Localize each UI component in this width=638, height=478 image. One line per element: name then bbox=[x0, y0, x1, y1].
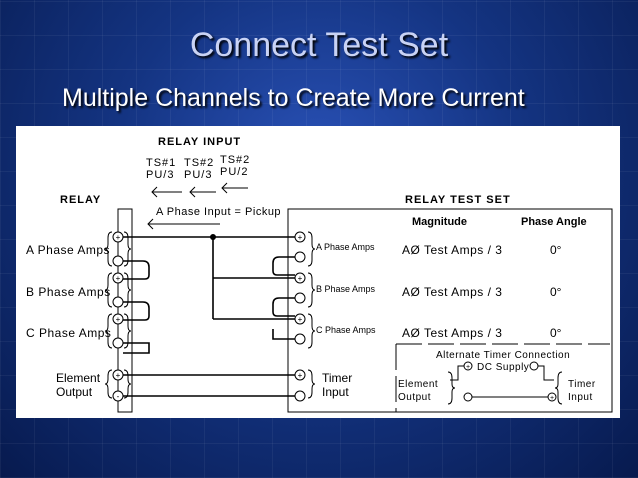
svg-text:+: + bbox=[298, 233, 303, 242]
relay-row-b: B Phase Amps bbox=[26, 285, 111, 299]
test-set-row-a-magnitude: AØ Test Amps / 3 bbox=[402, 243, 502, 257]
wiring-diagram: RELAY INPUT TS#1 PU/3 TS#2 PU/3 TS#2 PU/… bbox=[26, 136, 613, 413]
ts-arrows bbox=[151, 182, 248, 198]
alt-timer-title: Alternate Timer Connection bbox=[436, 350, 570, 361]
test-set-row-b-magnitude: AØ Test Amps / 3 bbox=[402, 285, 502, 299]
ts2a-label: TS#2 bbox=[184, 157, 214, 169]
test-set-braces bbox=[307, 231, 316, 399]
alt-timer-wiring bbox=[447, 365, 563, 405]
ts1-pu-label: PU/3 bbox=[146, 169, 174, 181]
test-set-row-a-name: A Phase Amps bbox=[316, 242, 375, 252]
test-set-terminal-signs: + + + + bbox=[298, 233, 303, 380]
relay-b-plus-terminal bbox=[112, 272, 124, 284]
relay-b-minus-terminal bbox=[112, 296, 124, 308]
wiring-lines bbox=[123, 236, 295, 397]
alt-timer-line1: Timer bbox=[568, 379, 596, 390]
relay-input-label: RELAY INPUT bbox=[158, 136, 241, 148]
slide-title: Connect Test Set bbox=[189, 26, 449, 64]
element-output-line1: Element bbox=[56, 371, 101, 385]
element-output-line2: Output bbox=[56, 385, 93, 399]
pickup-arrow bbox=[147, 218, 220, 230]
relay-row-a: A Phase Amps bbox=[26, 243, 110, 257]
test-set-row-a-angle: 0° bbox=[550, 243, 562, 257]
relay-braces bbox=[104, 231, 132, 399]
phase-angle-header: Phase Angle bbox=[521, 216, 587, 228]
dc-supply-terminals bbox=[463, 361, 557, 402]
test-set-row-b-name: B Phase Amps bbox=[316, 284, 376, 294]
relay-test-set-label: RELAY TEST SET bbox=[405, 194, 511, 206]
test-set-row-b-angle: 0° bbox=[550, 285, 562, 299]
alt-terminal-signs: + + bbox=[466, 364, 554, 402]
magnitude-header: Magnitude bbox=[412, 216, 467, 228]
alt-timer-line2: Input bbox=[568, 392, 593, 403]
relay-c-plus-terminal bbox=[112, 313, 124, 325]
svg-text:+: + bbox=[298, 274, 303, 283]
test-set-terminals bbox=[294, 231, 306, 402]
timer-input-line1: Timer bbox=[322, 371, 352, 385]
relay-box bbox=[117, 208, 133, 413]
wiring-diagram-panel: RELAY INPUT TS#1 PU/3 TS#2 PU/3 TS#2 PU/… bbox=[16, 126, 620, 418]
relay-terminal-signs: + + + + - bbox=[116, 233, 121, 401]
svg-text:+: + bbox=[116, 315, 121, 324]
svg-text:+: + bbox=[466, 364, 470, 371]
svg-text:-: - bbox=[117, 392, 120, 401]
ts2b-label: TS#2 bbox=[220, 154, 250, 166]
test-set-row-c-name: C Phase Amps bbox=[316, 325, 376, 335]
svg-text:+: + bbox=[298, 371, 303, 380]
svg-text:+: + bbox=[298, 315, 303, 324]
test-set-row-c-angle: 0° bbox=[550, 326, 562, 340]
relay-label: RELAY bbox=[60, 194, 101, 206]
ts2b-pu-label: PU/2 bbox=[220, 166, 248, 178]
alt-timer-dc-supply: DC Supply bbox=[477, 362, 529, 373]
svg-text:+: + bbox=[116, 274, 121, 283]
alt-element-line2: Output bbox=[398, 392, 431, 403]
timer-input-line2: Input bbox=[322, 385, 349, 399]
alt-timer-dashed-border bbox=[395, 343, 610, 412]
slide-subtitle: Multiple Channels to Create More Current bbox=[62, 84, 525, 112]
relay-a-minus-terminal bbox=[112, 255, 124, 267]
svg-text:+: + bbox=[116, 371, 121, 380]
junction-dot bbox=[210, 234, 216, 240]
svg-text:+: + bbox=[550, 395, 554, 402]
test-set-row-c-magnitude: AØ Test Amps / 3 bbox=[402, 326, 502, 340]
relay-terminals bbox=[112, 231, 124, 402]
relay-row-c: C Phase Amps bbox=[26, 326, 111, 340]
svg-text:+: + bbox=[116, 233, 121, 242]
relay-c-minus-terminal bbox=[112, 337, 124, 349]
alt-element-line1: Element bbox=[398, 379, 438, 390]
ts2a-pu-label: PU/3 bbox=[184, 169, 212, 181]
a-phase-pickup-label: A Phase Input = Pickup bbox=[156, 206, 281, 218]
ts1-label: TS#1 bbox=[146, 157, 176, 169]
